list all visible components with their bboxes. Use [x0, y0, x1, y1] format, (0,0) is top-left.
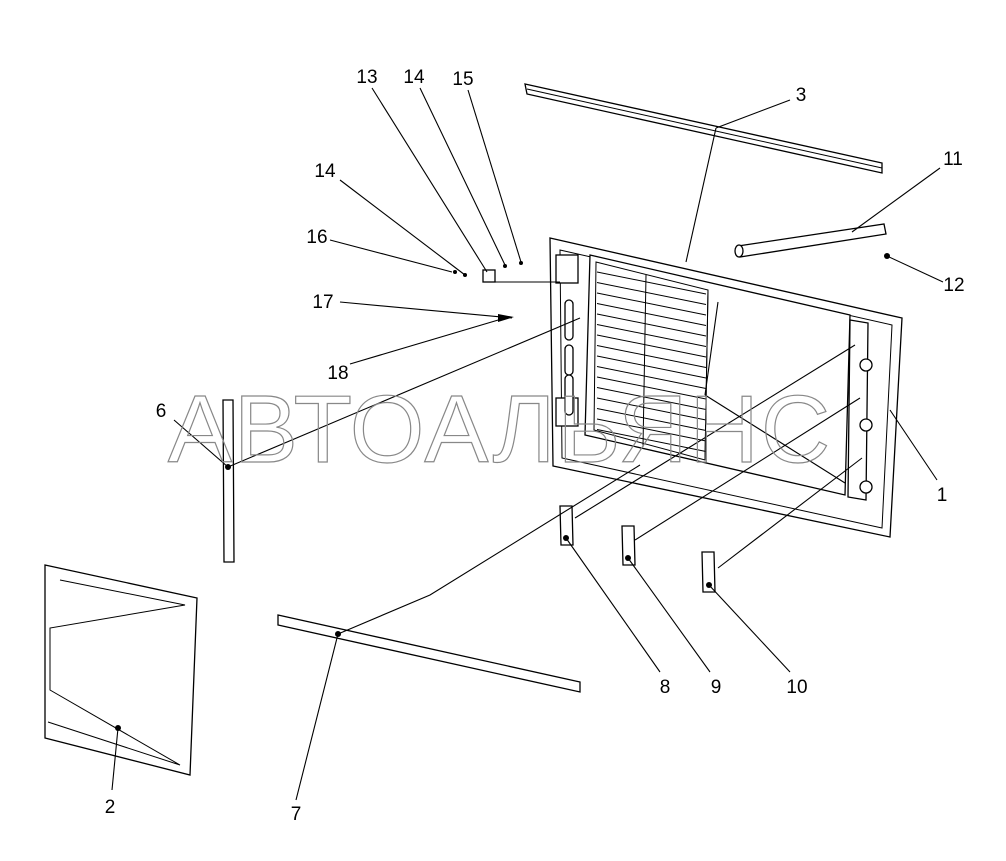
callout-3: 3	[796, 85, 807, 106]
louver-slat	[596, 408, 707, 431]
louver-slat	[596, 345, 707, 368]
louver-slat	[596, 303, 707, 326]
callout-10: 10	[786, 677, 807, 698]
leader-lines	[111, 87, 944, 801]
callout-12: 12	[943, 275, 964, 296]
part-11-rod	[734, 223, 887, 258]
callout-16: 16	[306, 227, 327, 248]
louver-slat	[596, 313, 707, 337]
part-3-top-strip	[524, 83, 883, 174]
callout-17: 17	[312, 292, 333, 313]
watermark: АВТОАЛЬЯНС	[168, 376, 832, 483]
louver-slat	[596, 355, 707, 379]
louver-slat	[596, 366, 707, 389]
callout-11: 11	[943, 149, 963, 170]
louver-slat	[596, 418, 707, 442]
louver-slat	[596, 271, 707, 295]
louver-slat	[596, 292, 707, 316]
part-1-radiator-frame	[549, 237, 903, 538]
callout-14-left: 14	[314, 161, 336, 182]
part-9-block	[621, 525, 636, 566]
louver-slat	[596, 282, 707, 305]
louver-slat	[596, 387, 707, 410]
callout-6: 6	[156, 401, 167, 422]
part-8-block	[559, 505, 574, 546]
callout-2: 2	[105, 797, 116, 818]
bracket-hardware	[453, 261, 523, 322]
callout-1: 1	[937, 485, 948, 506]
callout-13: 13	[356, 67, 377, 88]
louver-slat	[596, 324, 707, 347]
callout-7: 7	[291, 804, 302, 825]
louver-slat	[596, 376, 707, 400]
part-7-bottom-bar	[277, 614, 581, 693]
louver-slat	[596, 397, 707, 421]
callout-18: 18	[327, 363, 348, 384]
part-10-block	[701, 551, 716, 593]
part-2-side-panel	[44, 564, 198, 776]
callout-9: 9	[711, 677, 722, 698]
callout-8: 8	[660, 677, 671, 698]
callout-15: 15	[452, 69, 473, 90]
callout-14-top: 14	[403, 67, 425, 88]
louver-slat	[596, 334, 707, 358]
